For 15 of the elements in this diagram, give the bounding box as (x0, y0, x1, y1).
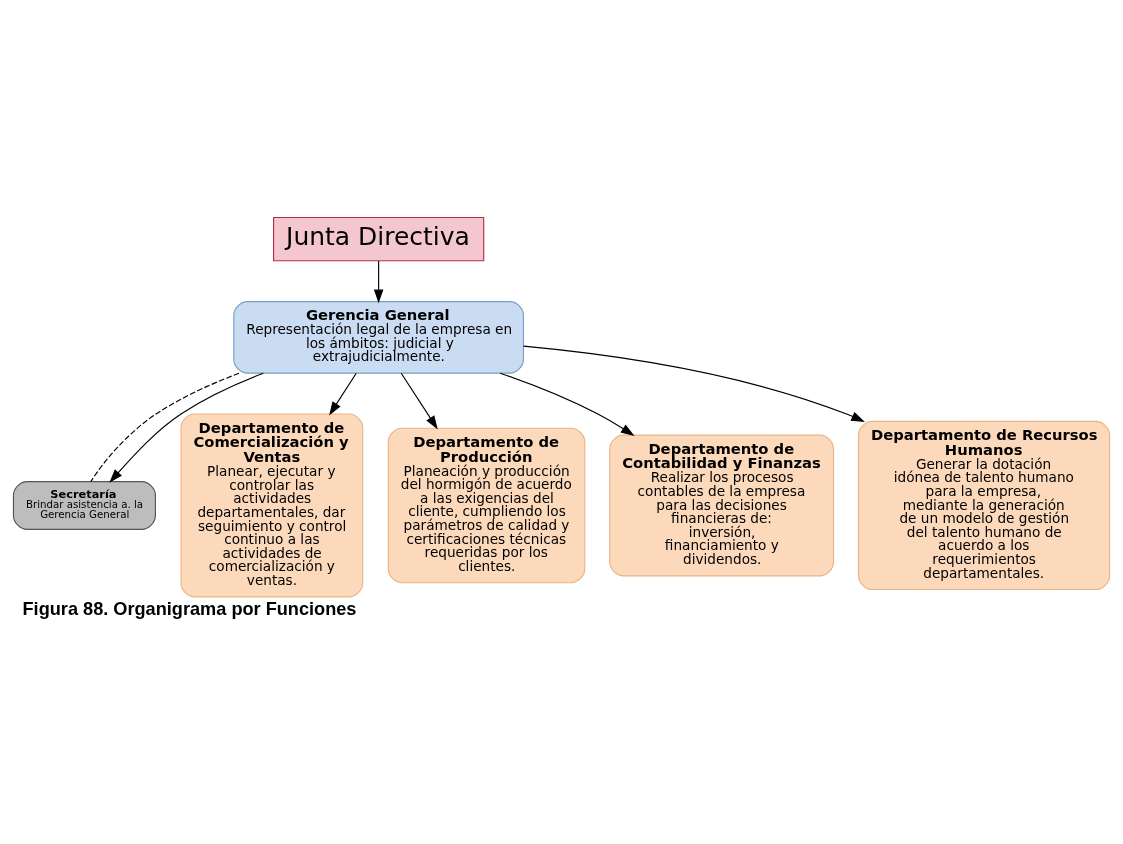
node-box: Departamento de Contabilidad y Finanzas Realizar los procesos contables de la empresa para las decisiones financieras de: inversión, financiamiento y dividendos. (609, 434, 835, 577)
arrow (109, 372, 264, 483)
caption: Figura 88. Organigrama por Funciones (22, 598, 357, 619)
node-box: Departamento de Recursos Humanos Generar la dotación idónea de talento humano para la empresa, mediante la generación de un modelo de gestión del talento humano de acuerdo a los requerimientos departamentales. (857, 420, 1111, 591)
node-box: Gerencia General Representación legal de la empresa en los ámbitos: judicial y extrajudicialmente. (233, 301, 525, 374)
arrow (522, 345, 865, 422)
node-box: Junta Directiva (273, 216, 485, 262)
connector (90, 372, 240, 482)
arrow (400, 372, 438, 430)
arrow (499, 372, 635, 436)
node-box: Secretaría Brindar asistencia a. la Gerencia General (12, 481, 156, 530)
arrow (373, 260, 384, 304)
node-box: Departamento de Producción Planeación y producción del hormigón de acuerdo a las exigencias del cliente, cumpliendo los parámetros de calidad y certificaciones técnicas requeridas por los clientes. (387, 427, 586, 584)
node-box: Departamento de Comercialización y Ventas Planear, ejecutar y controlar las actividades departamentales, dar seguimiento y control continuo a las actividades de comercialización y ventas. (180, 413, 364, 598)
arrow (329, 372, 357, 416)
